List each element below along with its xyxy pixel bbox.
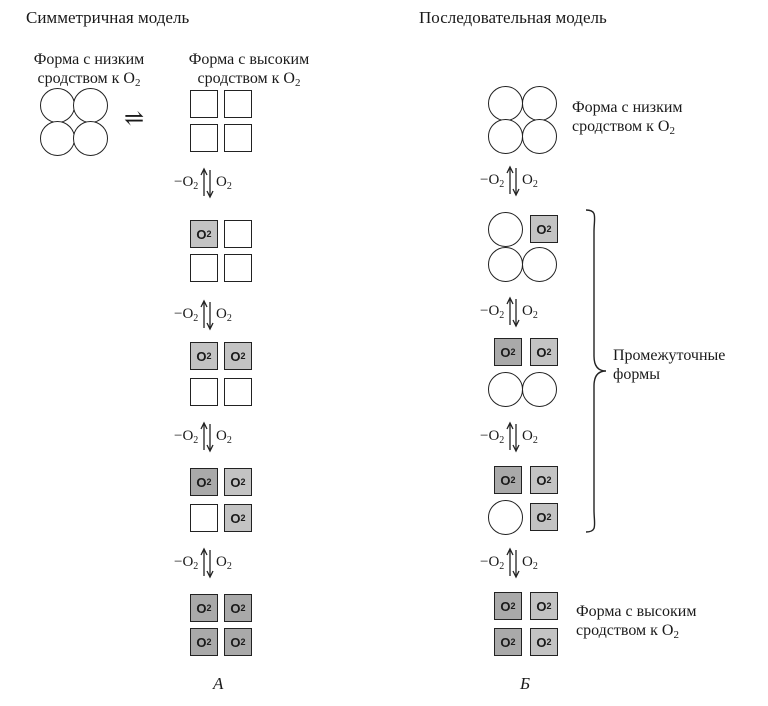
subunit-circle (522, 119, 557, 154)
binding-step-arrows: −O2 O2 (174, 166, 238, 200)
panel-a-low-affinity-label: Форма с низким сродством к О2 (4, 50, 174, 93)
subunit-circle (40, 88, 75, 123)
panel-a-low-label-line2: сродством к О (37, 70, 135, 87)
panel-b-intermediate-line1: Промежуточные (613, 347, 726, 364)
subunit-square (224, 254, 252, 282)
panel-b-intermediate-label: Промежуточные формы (613, 346, 725, 384)
curly-brace (585, 209, 607, 533)
subunit-square (190, 254, 218, 282)
subunit-square (190, 90, 218, 118)
panel-a-low-label-sub: 2 (134, 77, 141, 89)
subunit-square (224, 124, 252, 152)
panel-b-high-label-sub: 2 (673, 629, 679, 641)
subunit-circle (522, 247, 557, 282)
panel-b-low-label-line2: сродством к О (572, 118, 670, 135)
binding-step-arrows: −O2 O2 (174, 420, 238, 454)
subunit-circle (488, 119, 523, 154)
subunit-square (224, 220, 252, 248)
binding-step-arrows: −O2 O2 (174, 298, 238, 332)
binding-step-arrows: −O2 O2 (174, 546, 238, 580)
subunit-circle (488, 86, 523, 121)
panel-a-letter: А (213, 674, 224, 693)
panel-a-title: Симметричная модель (26, 8, 190, 27)
panel-b-low-label-sub: 2 (669, 125, 675, 137)
subunit-square (190, 378, 218, 406)
subunit-circle (522, 86, 557, 121)
subunit-circle (488, 212, 523, 247)
panel-a-high-label-line2: сродством к О (197, 70, 295, 87)
binding-step-arrows: −O2 O2 (480, 295, 544, 329)
panel-b-high-label-line1: Форма с высоким (576, 603, 697, 620)
panel-a-high-label-sub: 2 (294, 77, 301, 89)
panel-b-high-affinity-label: Форма с высоким сродством к О2 (576, 602, 696, 645)
subunit-square (224, 90, 252, 118)
panel-b-intermediate-line2: формы (613, 366, 660, 383)
subunit-circle (522, 372, 557, 407)
subunit-circle (40, 121, 75, 156)
subunit-circle (488, 372, 523, 407)
equilibrium-arrows: ⇌ (124, 106, 145, 132)
binding-step-arrows: −O2 O2 (480, 420, 544, 454)
panel-a-high-label-line1: Форма с высоким (188, 51, 310, 68)
panel-a-high-affinity-label: Форма с высоким сродством к О2 (164, 50, 334, 93)
subunit-circle (73, 121, 108, 156)
subunit-circle (488, 247, 523, 282)
panel-b-high-label-line2: сродством к О (576, 622, 674, 639)
subunit-square (190, 124, 218, 152)
binding-step-arrows: −O2 O2 (480, 164, 544, 198)
panel-b-low-label-line1: Форма с низким (572, 99, 683, 116)
subunit-circle (488, 500, 523, 535)
binding-step-arrows: −O2 O2 (480, 546, 544, 580)
subunit-circle (73, 88, 108, 123)
panel-b-low-affinity-label: Форма с низким сродством к О2 (572, 98, 683, 141)
subunit-square (224, 378, 252, 406)
panel-b-title: Последовательная модель (419, 8, 607, 27)
panel-b-letter: Б (520, 674, 531, 693)
subunit-square (190, 504, 218, 532)
panel-a-low-label-line1: Форма с низким (33, 51, 145, 68)
